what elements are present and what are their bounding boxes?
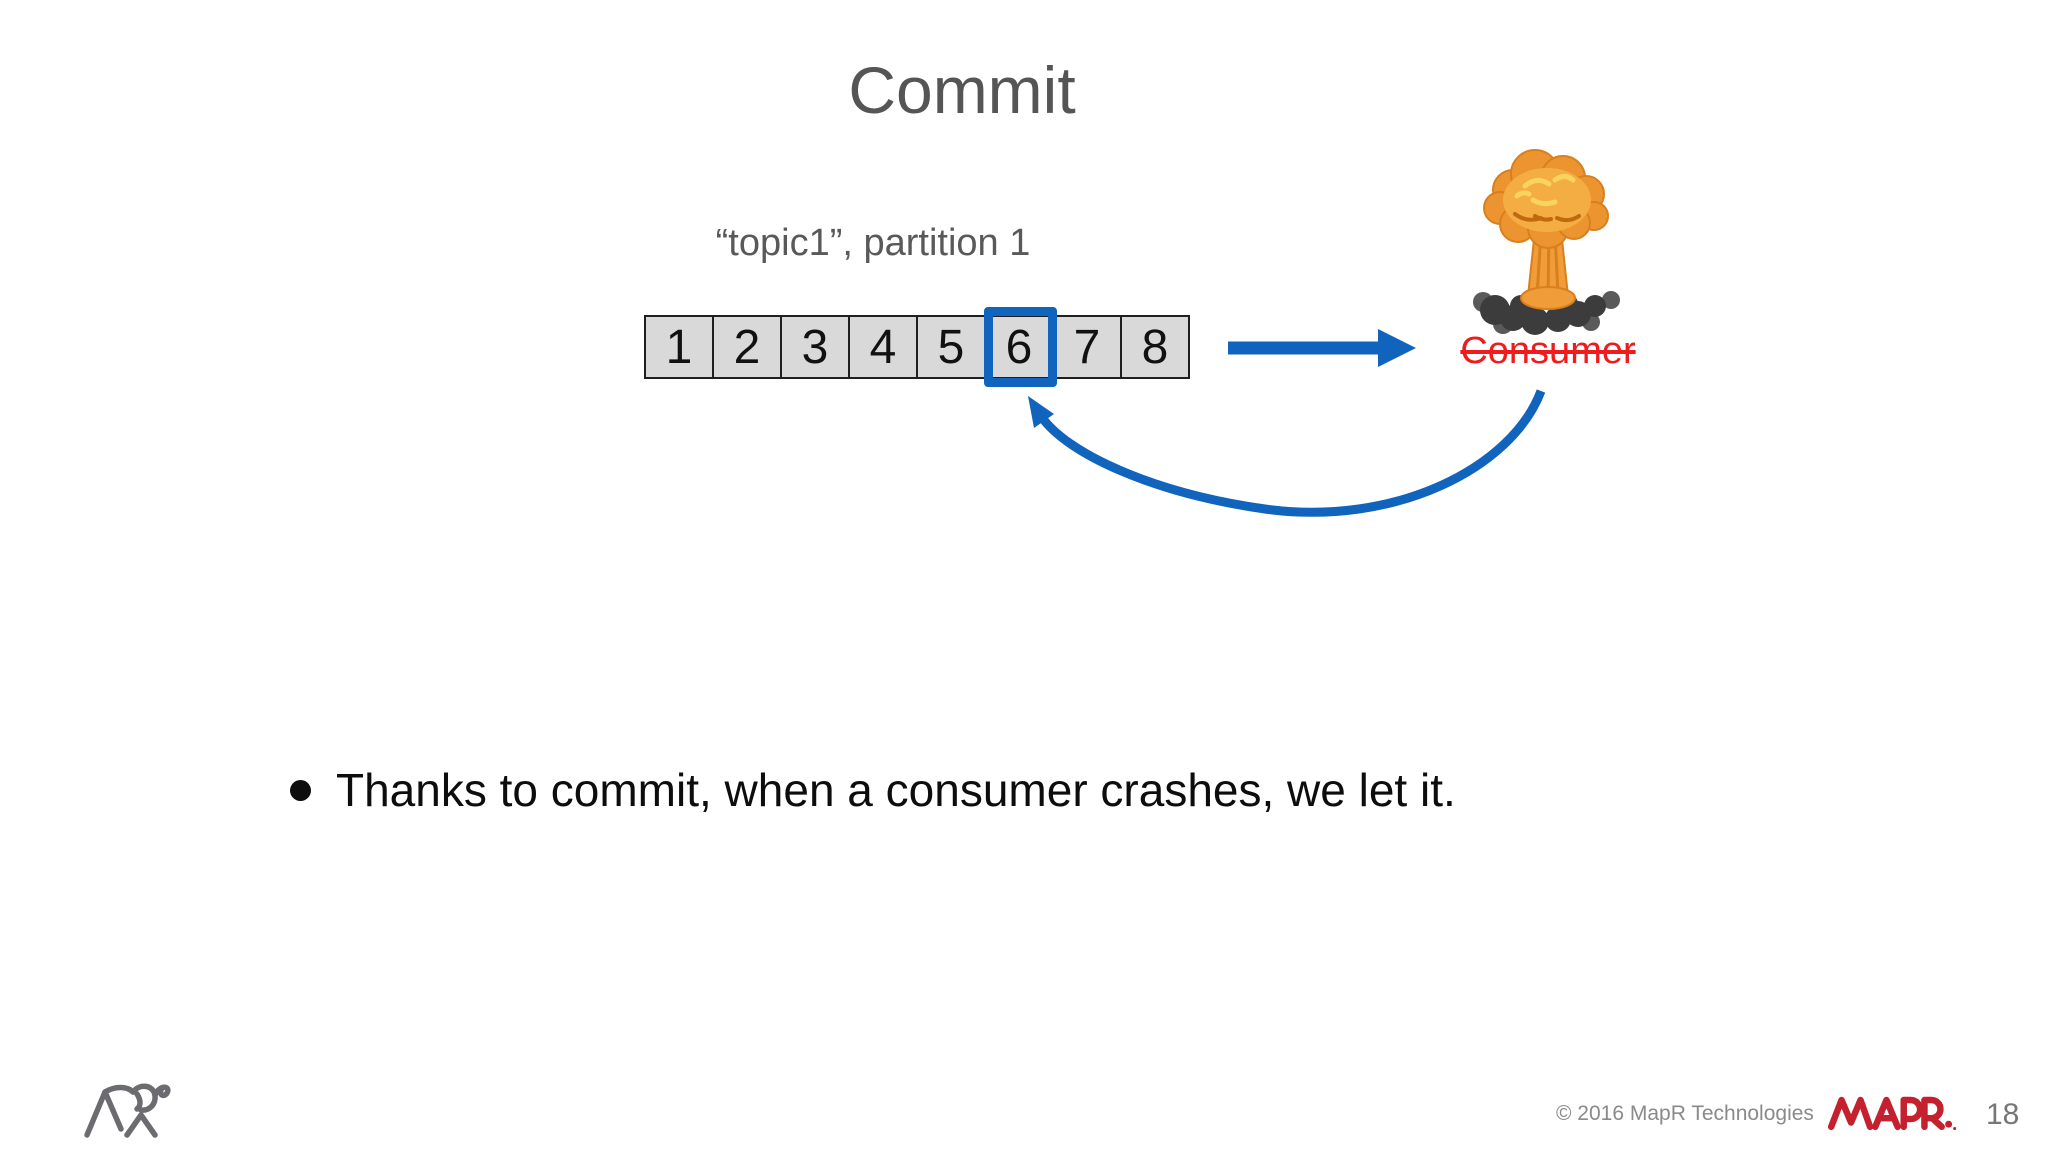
page-number: 18: [1986, 1098, 2020, 1131]
partition-cell: 1: [644, 315, 714, 379]
partition-cell: 5: [916, 315, 986, 379]
mapr-logo: [1827, 1096, 1957, 1131]
partition-cell: 2: [712, 315, 782, 379]
copyright-text: © 2016 MapR Technologies: [1556, 1102, 1814, 1125]
bullet-dot-icon: [290, 779, 311, 801]
elephant-logo-icon: [84, 1083, 171, 1138]
partition-cell: 7: [1052, 315, 1122, 379]
partition-cell: 8: [1120, 315, 1190, 379]
partition-cell: 3: [780, 315, 850, 379]
bullet-item: Thanks to commit, when a consumer crashe…: [290, 762, 1456, 818]
partition-label: “topic1”, partition 1: [715, 222, 1031, 264]
partition-cell: 4: [848, 315, 918, 379]
arrow-curved-return-icon: [1028, 389, 1546, 517]
consumer-label: Consumer: [1460, 330, 1636, 372]
partition-cell: 6: [984, 315, 1054, 379]
slide-title: Commit: [848, 53, 1076, 127]
bullet-text: Thanks to commit, when a consumer crashe…: [336, 764, 1456, 816]
committed-offset-highlight: [984, 307, 1057, 387]
explosion-icon: [1473, 149, 1620, 335]
arrow-right-icon: [1228, 329, 1416, 367]
partition-cell-row: 1 2 3 4 5 6 7 8: [644, 315, 1190, 379]
